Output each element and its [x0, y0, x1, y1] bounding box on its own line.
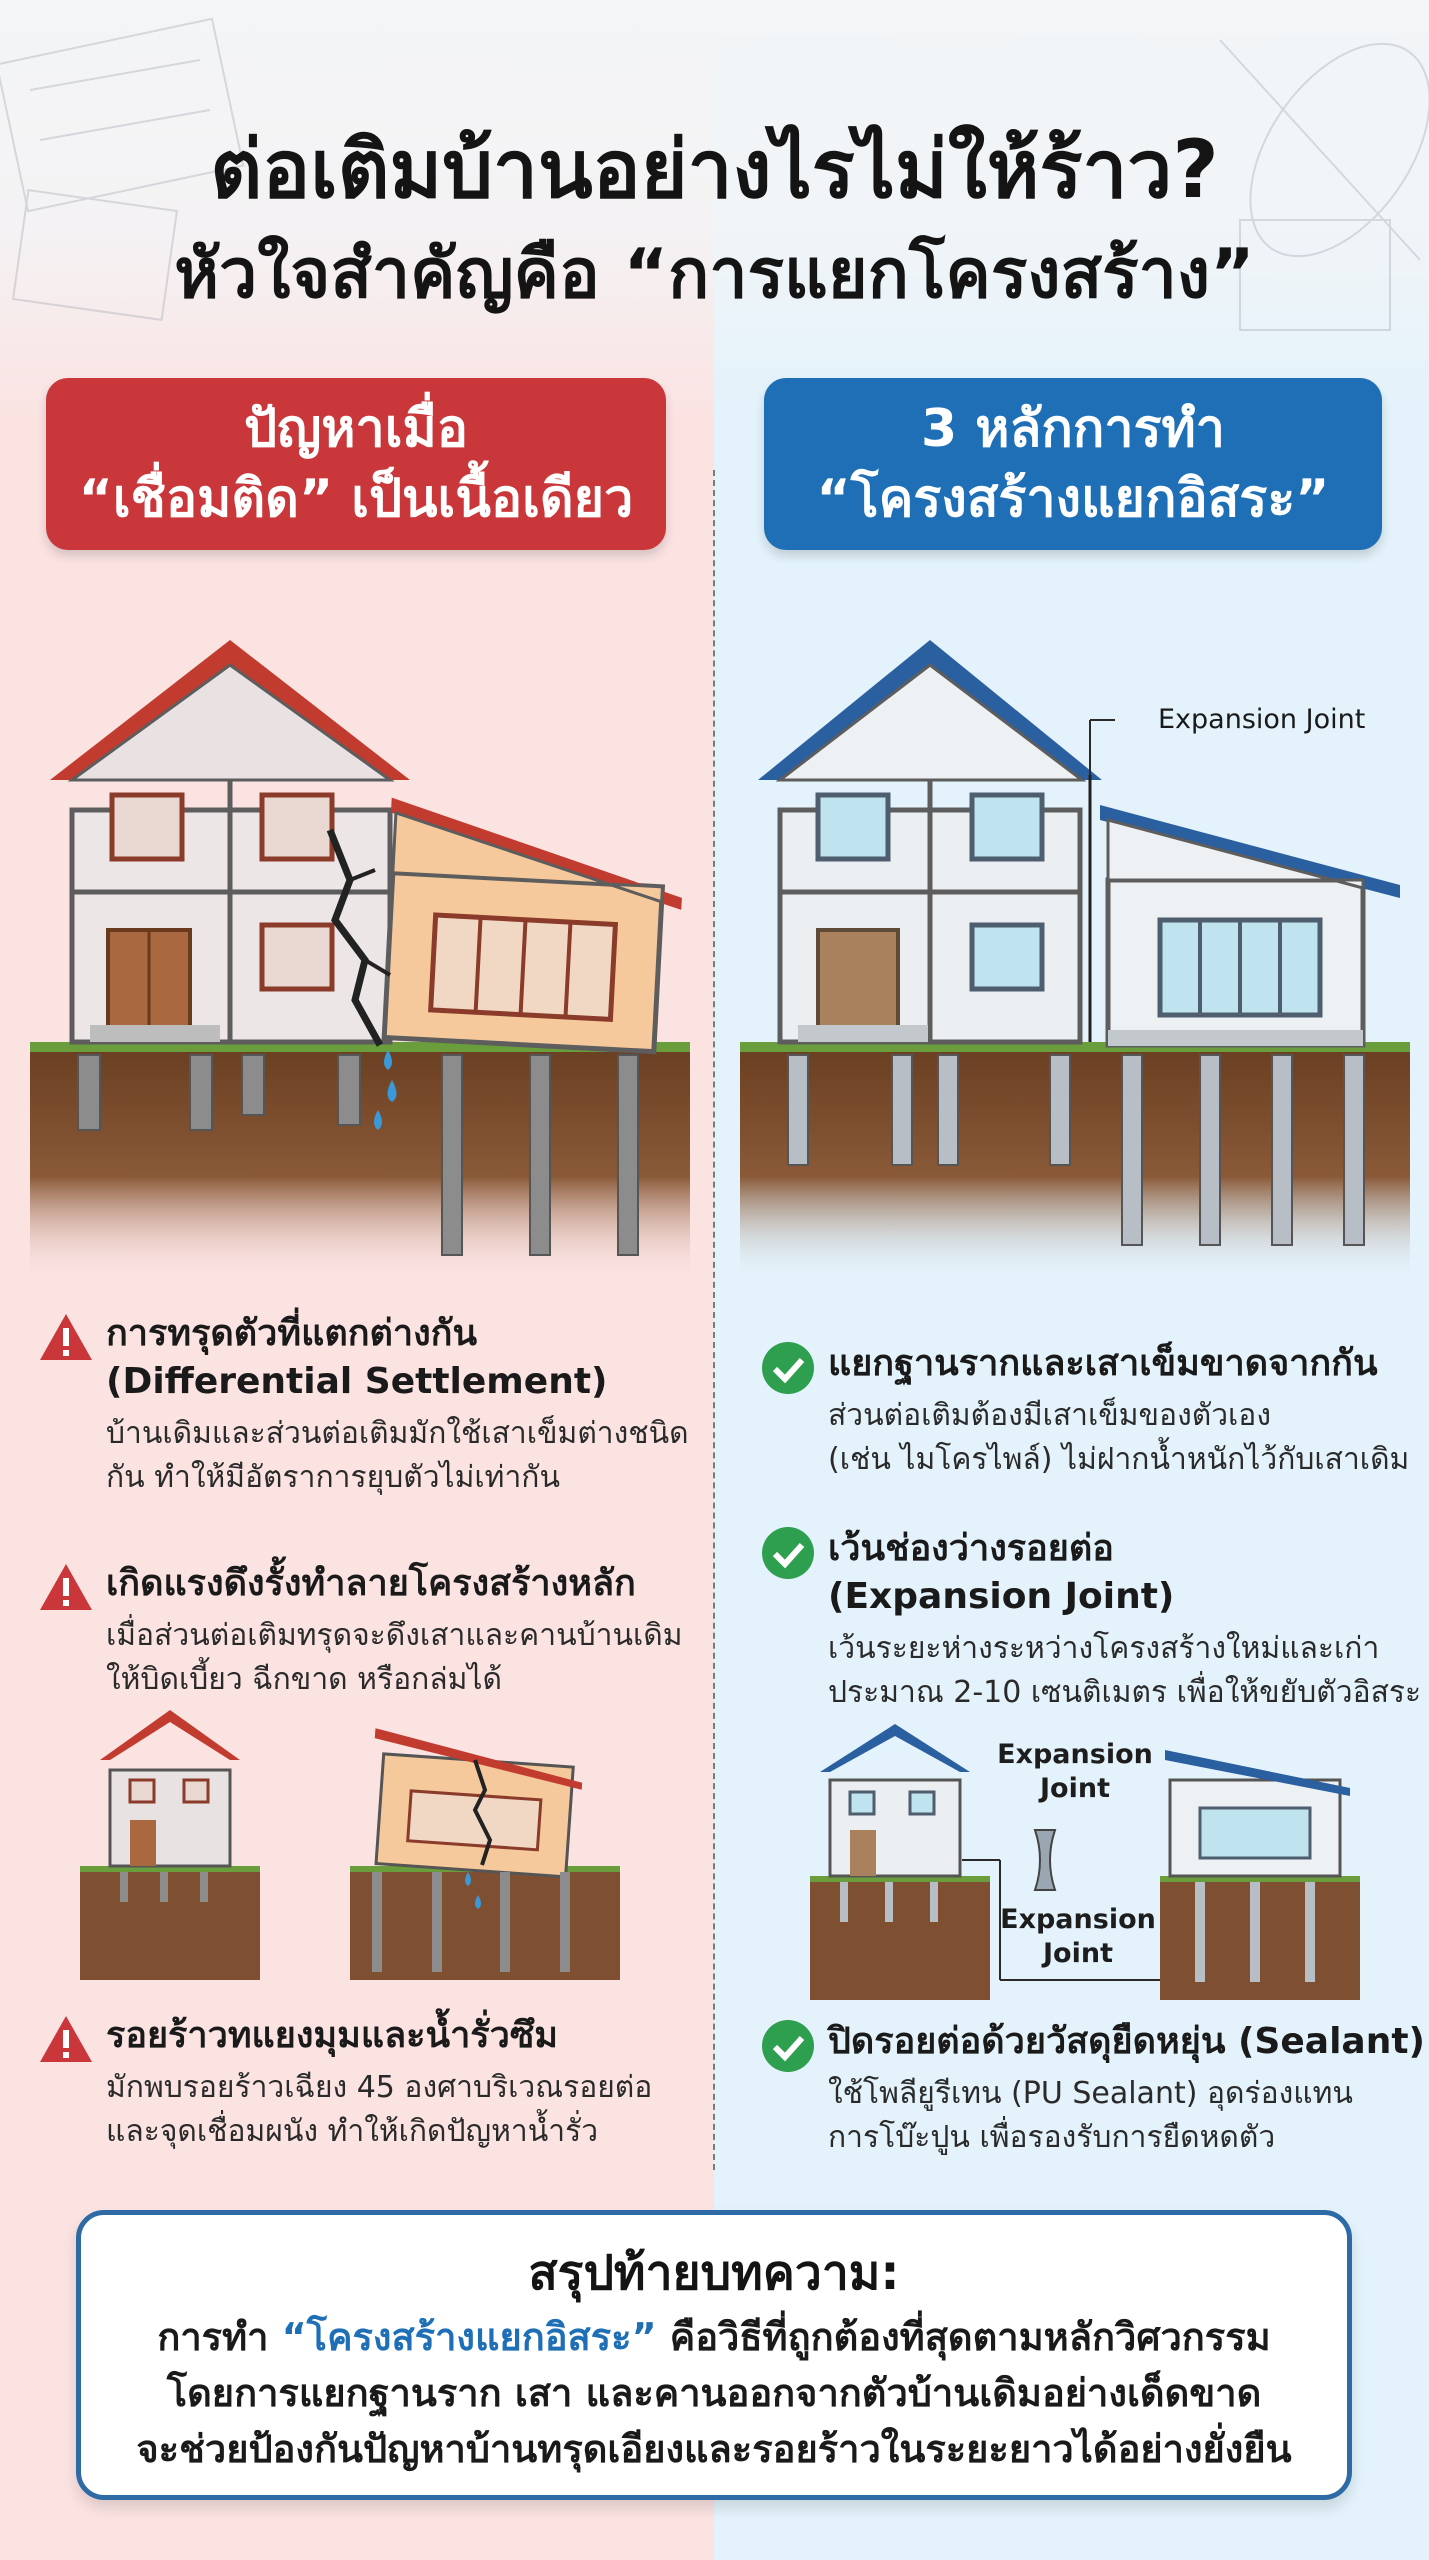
header-background: [0, 0, 1429, 420]
summary-title: สรุปท้ายบทความ:: [528, 2245, 900, 2301]
summary-line-1: การทำ “โครงสร้างแยกอิสระ” คือวิธีที่ถูกต…: [157, 2315, 1271, 2359]
problem-banner-line2: “เชื่อมติด” เป็นเนื้อเดียว: [78, 469, 634, 529]
problem-item-3-heading: รอยร้าวทแยงมุมและน้ำรั่วซึม: [106, 2015, 559, 2056]
check-circle-icon: [762, 1342, 814, 1394]
solution-item-2: เว้นช่องว่างรอยต่อ (Expansion Joint) เว้…: [760, 1525, 1421, 1715]
problem-item-2-body: เมื่อส่วนต่อเติมทรุดจะดึงเสาและคานบ้านเด…: [106, 1618, 683, 1697]
problem-banner: ปัญหาเมื่อ “เชื่อมติด” เป็นเนื้อเดียว: [46, 378, 666, 550]
solution-banner-line1: 3 หลักการทำ: [920, 399, 1225, 459]
problem-item-2: เกิดแรงดึงรั้งทำลายโครงสร้างหลัก เมื่อส่…: [38, 1560, 698, 1700]
check-circle-icon: [762, 2020, 814, 2072]
problem-item-1: การทรุดตัวที่แตกต่างกัน (Differential Se…: [38, 1310, 698, 1500]
problem-item-3-body: มักพบรอยร้าวเฉียง 45 องศาบริเวณรอยต่อ แล…: [106, 2070, 653, 2149]
solution-banner-line2: “โครงสร้างแยกอิสระ”: [816, 469, 1330, 529]
solution-item-3-body: ใช้โพลียูรีเทน (PU Sealant) อุดร่องแทน ก…: [828, 2076, 1353, 2155]
main-title-line2: หัวใจสำคัญคือ “การแยกโครงสร้าง”: [174, 235, 1255, 314]
separated-house-illustration: [740, 640, 1410, 1280]
summary-highlight: “โครงสร้างแยกอิสระ”: [281, 2315, 657, 2359]
warning-icon: [40, 1314, 92, 1360]
problem-banner-line1: ปัญหาเมื่อ: [243, 399, 469, 459]
problem-item-3: รอยร้าวทแยงมุมและน้ำรั่วซึม มักพบรอยร้าว…: [38, 2012, 698, 2152]
summary-line-3: จะช่วยป้องกันปัญหาบ้านทรุดเอียงและรอยร้า…: [136, 2427, 1292, 2471]
check-circle-icon: [762, 1527, 814, 1579]
problem-item-1-body: บ้านเดิมและส่วนต่อเติมมักใช้เสาเข็มต่างช…: [106, 1416, 689, 1495]
solution-item-2-heading: เว้นช่องว่างรอยต่อ (Expansion Joint): [828, 1528, 1175, 1617]
solution-item-2-body: เว้นระยะห่างระหว่างโครงสร้างใหม่และเก่า …: [828, 1631, 1422, 1710]
solution-item-1-body: ส่วนต่อเติมต้องมีเสาเข็มของตัวเอง (เช่น …: [828, 1398, 1410, 1477]
summary-box: สรุปท้ายบทความ: การทำ “โครงสร้างแยกอิสระ…: [76, 2210, 1352, 2500]
summary-line-2: โดยการแยกฐานราก เสา และคานออกจากตัวบ้านเ…: [166, 2371, 1262, 2415]
expansion-joint-label: Expansion Joint: [1158, 704, 1366, 735]
connected-house-illustration: [30, 640, 690, 1280]
warning-icon: [40, 2016, 92, 2062]
blueprint-right-decoration: [1219, 39, 1429, 331]
main-title-line1: ต่อเติมบ้านอย่างไรไม่ให้ร้าว?: [210, 123, 1219, 216]
problem-item-2-heading: เกิดแรงดึงรั้งทำลายโครงสร้างหลัก: [106, 1563, 636, 1604]
expansion-joint-small-illustration: [810, 1724, 1360, 2000]
tilting-extension-small-illustration: [80, 1710, 620, 1980]
center-divider: [713, 470, 715, 2170]
solution-item-3-heading: ปิดรอยต่อด้วยวัสดุยืดหยุ่น (Sealant): [828, 2021, 1425, 2062]
solution-item-1-heading: แยกฐานรากและเสาเข็มขาดจากกัน: [828, 1343, 1378, 1384]
problem-item-1-heading: การทรุดตัวที่แตกต่างกัน (Differential Se…: [106, 1313, 608, 1402]
solution-banner: 3 หลักการทำ “โครงสร้างแยกอิสระ”: [764, 378, 1382, 550]
expansion-joint-bottom-label: Expansion Joint: [1000, 1904, 1156, 1969]
solution-item-1: แยกฐานรากและเสาเข็มขาดจากกัน ส่วนต่อเติม…: [760, 1340, 1420, 1480]
solution-item-3: ปิดรอยต่อด้วยวัสดุยืดหยุ่น (Sealant) ใช้…: [760, 2018, 1425, 2158]
blueprint-left-decoration: [0, 17, 245, 322]
expansion-joint-top-label: Expansion Joint: [997, 1739, 1153, 1804]
warning-icon: [40, 1564, 92, 1610]
